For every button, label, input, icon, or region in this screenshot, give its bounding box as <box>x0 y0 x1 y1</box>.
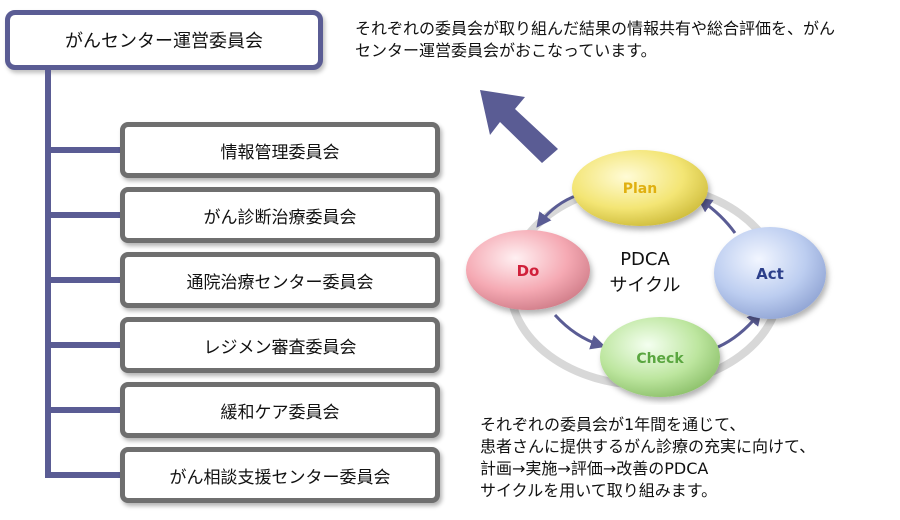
act-label: Act <box>756 265 784 283</box>
committee-label: がん診断治療委員会 <box>203 207 357 228</box>
org-branch-line <box>45 407 123 413</box>
committee-label: レジメン審査委員会 <box>203 337 357 358</box>
pdca-cycle-diagram: Plan Do Check Act PDCA サイクル <box>466 90 826 397</box>
do-label: Do <box>517 262 540 280</box>
committee-box-info-management: 情報管理委員会 <box>120 122 440 178</box>
plan-disk <box>572 150 708 226</box>
committee-box-regimen-review: レジメン審査委員会 <box>120 317 440 373</box>
plan-label: Plan <box>623 181 657 197</box>
org-branch-line <box>45 212 123 218</box>
description-top: それぞれの委員会が取り組んだ結果の情報共有や総合評価を、がん センター運営委員会… <box>355 19 836 60</box>
check-label: Check <box>636 351 684 367</box>
org-branch-line <box>45 277 123 283</box>
act-disk <box>714 227 826 319</box>
top-committee-box: がんセンター運営委員会 <box>5 10 323 70</box>
org-branch-line <box>45 472 123 478</box>
top-committee-label: がんセンター運営委員会 <box>65 31 263 52</box>
cycle-arrow-check-to-act <box>717 310 762 349</box>
cycle-arrow-do-to-check <box>553 313 606 350</box>
committee-box-consultation-center: がん相談支援センター委員会 <box>120 447 440 503</box>
pdca-center-line2: サイクル <box>609 275 680 296</box>
committee-box-palliative-care: 緩和ケア委員会 <box>120 382 440 438</box>
committee-label: 通院治療センター委員会 <box>186 272 374 293</box>
committee-label: 情報管理委員会 <box>220 142 340 163</box>
org-trunk-line <box>45 70 51 478</box>
committee-box-diagnosis-treatment: がん診断治療委員会 <box>120 187 440 243</box>
description-bottom: それぞれの委員会が1年間を通じて、 患者さんに提供するがん診療の充実に向けて、 … <box>480 415 816 500</box>
committee-box-outpatient-center: 通院治療センター委員会 <box>120 252 440 308</box>
committee-label: がん相談支援センター委員会 <box>169 467 391 488</box>
do-disk <box>466 230 590 310</box>
pdca-center-line1: PDCA <box>620 249 670 270</box>
committee-label: 緩和ケア委員会 <box>220 402 340 423</box>
cycle-arrow-act-to-plan <box>697 197 737 234</box>
upward-arrow-icon <box>480 90 558 163</box>
check-disk <box>600 317 720 397</box>
org-branch-line <box>45 342 123 348</box>
org-branch-line <box>45 147 123 153</box>
